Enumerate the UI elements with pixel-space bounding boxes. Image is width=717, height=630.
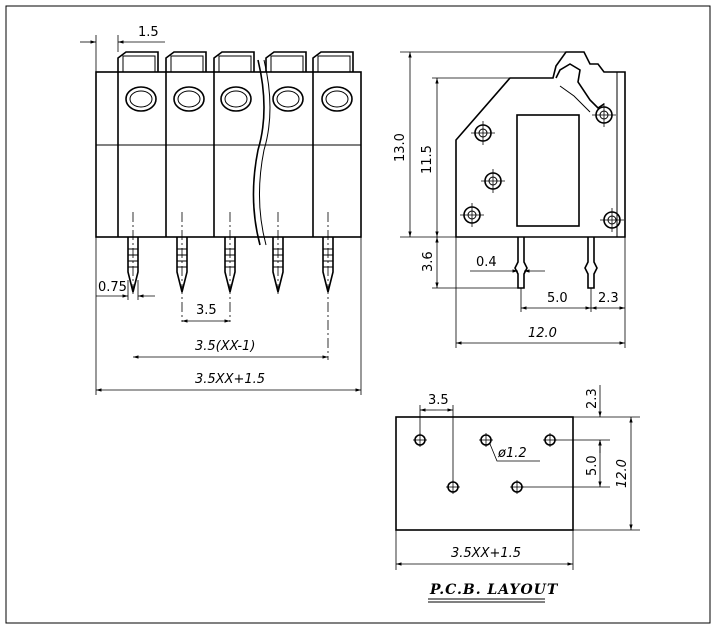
dim-pin-thickness: 0.4	[470, 255, 545, 273]
dim-body-height-label: 11.5	[420, 145, 435, 174]
front-body-outline	[95, 71, 362, 238]
pcb-dim-hole-label: ø1.2	[497, 446, 527, 461]
side-hole	[600, 208, 624, 232]
dim-depth-label: 12.0	[528, 326, 557, 341]
pcb-dim-row-spacing: 5.0	[522, 440, 610, 488]
front-pin	[272, 237, 284, 293]
pcb-dim-hole: ø1.2	[489, 443, 540, 462]
dim-pin-thickness-label: 0.4	[476, 255, 497, 270]
front-cell	[265, 51, 307, 112]
dim-overall-height-label: 13.0	[393, 133, 408, 162]
pcb-hole	[479, 433, 493, 447]
dim-pin-length: 3.6	[421, 237, 518, 289]
pcb-dim-pitch-label: 3.5	[428, 393, 449, 408]
pcb-dim-width-label: 3.5XX+1.5	[451, 546, 521, 561]
side-window	[516, 114, 580, 227]
front-cell	[312, 51, 354, 112]
dim-pin-edge-label: 2.3	[598, 291, 619, 306]
pcb-dim-pitch: 3.5	[419, 393, 454, 482]
pcb-dim-top-offset: 2.3	[555, 385, 640, 453]
dim-pitch-top: 1.5	[80, 25, 165, 72]
dim-body-height: 11.5	[420, 77, 510, 237]
side-pin	[584, 237, 598, 289]
pcb-dim-width: 3.5XX+1.5	[395, 530, 574, 570]
front-pin	[127, 237, 139, 293]
side-body-outline	[455, 51, 626, 238]
pcb-dim-top-offset-label: 2.3	[585, 388, 600, 409]
side-hole	[471, 121, 495, 145]
dim-span: 3.5(XX-1)	[133, 339, 328, 359]
dim-pin-length-label: 3.6	[421, 251, 436, 272]
front-pin	[322, 237, 334, 293]
dim-total-label: 3.5XX+1.5	[195, 372, 265, 387]
front-pin	[176, 237, 188, 293]
front-cell	[165, 51, 207, 112]
dim-overall-height: 13.0	[393, 51, 566, 238]
drawing-frame	[5, 5, 711, 624]
dim-pin-edge: 2.3	[591, 291, 625, 310]
front-view: 1.5 0.75 3.5 3.5(XX-1) 3.5XX	[80, 25, 362, 395]
break-line	[252, 59, 265, 246]
pcb-layout-title: P.C.B. LAYOUT	[429, 582, 559, 598]
dim-pitch: 3.5	[182, 303, 230, 323]
dim-depth: 12.0	[455, 237, 625, 348]
side-hole	[481, 169, 505, 193]
front-cell	[213, 51, 255, 112]
pcb-layout: 3.5 ø1.2 2.3 5.0 12.0	[395, 385, 640, 603]
dim-total: 3.5XX+1.5	[95, 237, 362, 395]
dim-pin-width-label: 0.75	[98, 280, 127, 295]
pcb-dim-depth: 12.0	[573, 417, 640, 531]
dim-pin-width: 0.75	[96, 280, 155, 300]
side-view: 13.0 11.5 3.6 0.4	[393, 51, 626, 348]
dim-span-label: 3.5(XX-1)	[195, 339, 255, 354]
side-hole	[592, 103, 616, 127]
side-hole	[460, 203, 484, 227]
pcb-dim-depth-label: 12.0	[615, 459, 630, 488]
front-pin	[224, 237, 236, 293]
pcb-dim-row-spacing-label: 5.0	[585, 455, 600, 476]
side-pin	[514, 237, 528, 289]
dim-pin-spacing-label: 5.0	[547, 291, 568, 306]
dim-pitch-label: 3.5	[196, 303, 217, 318]
front-cell	[117, 51, 159, 112]
pcb-outline	[395, 416, 574, 531]
dim-pitch-top-label: 1.5	[138, 25, 159, 40]
